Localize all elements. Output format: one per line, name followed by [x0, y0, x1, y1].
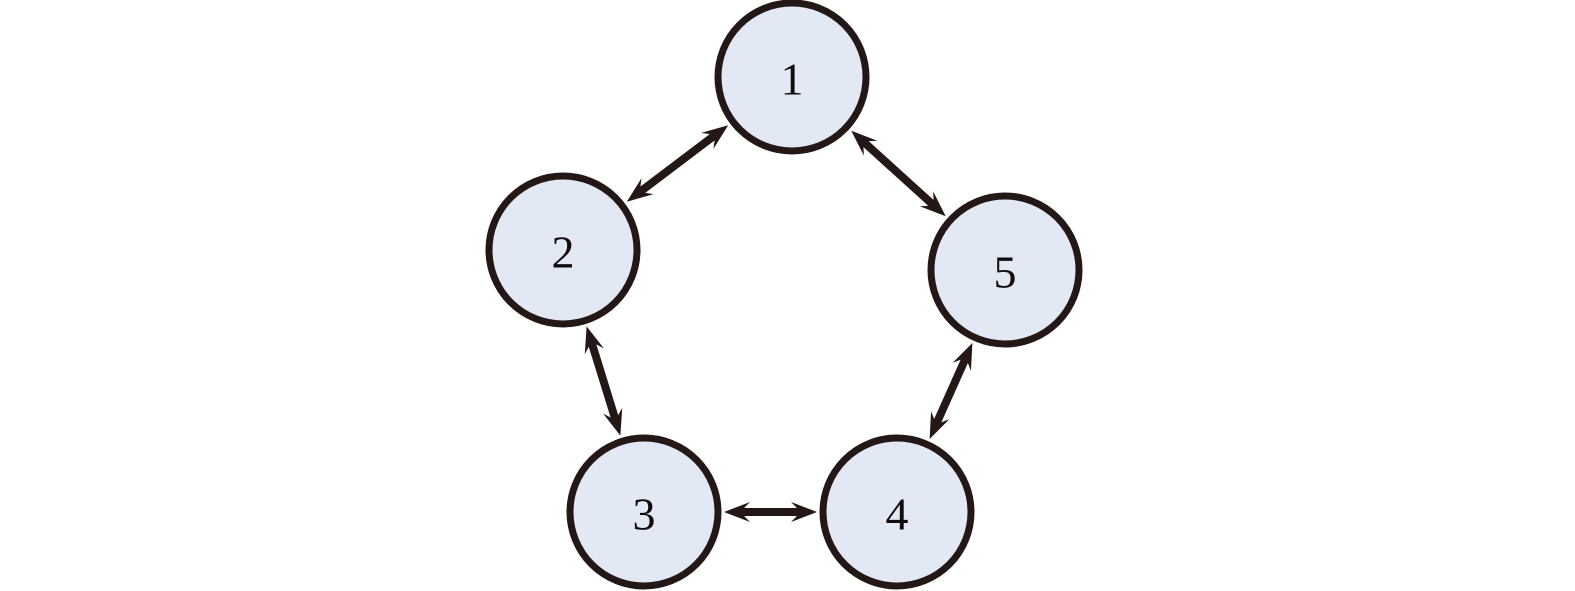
- node-label: 1: [781, 54, 804, 105]
- arrowhead-icon: [929, 411, 950, 439]
- arrowhead-icon: [701, 125, 729, 149]
- arrowhead-icon: [626, 178, 654, 202]
- node-circle[interactable]: [714, 0, 870, 155]
- arrowhead-icon: [603, 407, 623, 436]
- edge-shaft: [931, 354, 971, 428]
- edge-1-5: [851, 130, 946, 217]
- node-label: 5: [994, 247, 1017, 298]
- edge-shaft: [635, 130, 720, 197]
- node-2[interactable]: 2: [485, 172, 641, 328]
- node-circle[interactable]: [566, 434, 722, 590]
- edges-layer: [584, 125, 973, 522]
- node-label: 2: [552, 227, 575, 278]
- node-circle[interactable]: [819, 434, 975, 590]
- arrowhead-icon: [724, 502, 750, 522]
- arrowhead-icon: [791, 502, 817, 522]
- edge-3-4: [724, 502, 817, 522]
- node-1[interactable]: 1: [714, 0, 870, 155]
- node-3[interactable]: 3: [566, 434, 722, 590]
- node-circle[interactable]: [927, 192, 1083, 348]
- arrowhead-icon: [584, 326, 604, 355]
- arrowhead-icon: [851, 130, 878, 156]
- node-5[interactable]: 5: [927, 192, 1083, 348]
- nodes-layer: 1 2 3 4 5: [485, 0, 1083, 590]
- edge-4-5: [929, 343, 973, 439]
- node-circle[interactable]: [485, 172, 641, 328]
- arrowhead-icon: [952, 343, 973, 371]
- edge-1-2: [626, 125, 729, 202]
- node-label: 3: [633, 489, 656, 540]
- arrowhead-icon: [919, 191, 946, 217]
- edge-2-3: [584, 326, 623, 436]
- node-label: 4: [886, 489, 909, 540]
- edge-shaft: [587, 338, 620, 424]
- edge-shaft: [859, 137, 938, 210]
- node-4[interactable]: 4: [819, 434, 975, 590]
